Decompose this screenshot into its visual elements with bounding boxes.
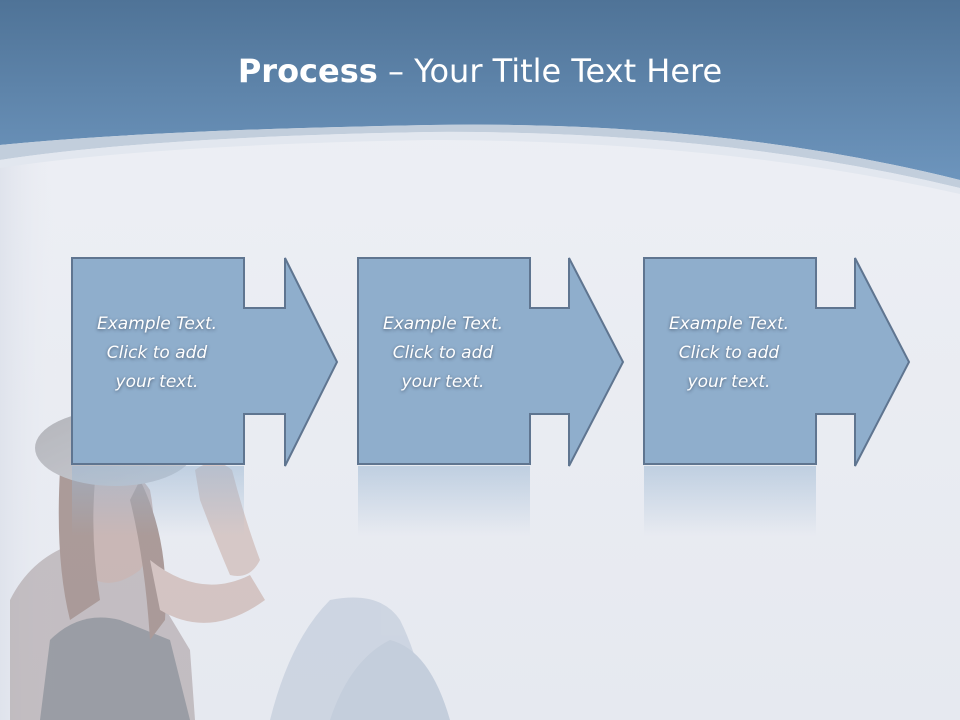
step-text: Example Text. Click to add your text. [668, 314, 790, 392]
step-arrow-shape [71, 257, 339, 536]
step-arrow-shape [357, 257, 625, 536]
title-bold-part: Process [237, 52, 378, 90]
title-regular-part: – Your Title Text Here [377, 52, 723, 90]
step-arrow-shape [643, 257, 911, 536]
slide-title[interactable]: Process – Your Title Text Here [0, 52, 960, 90]
step-text: Example Text. Click to add your text. [382, 314, 504, 392]
process-step-2[interactable]: Example Text. Click to add your text. [356, 256, 696, 546]
step-text: Example Text. Click to add your text. [96, 314, 218, 392]
process-step-3[interactable]: Example Text. Click to add your text. [642, 256, 960, 546]
process-step-1[interactable]: Example Text. Click to add your text. [70, 256, 410, 546]
